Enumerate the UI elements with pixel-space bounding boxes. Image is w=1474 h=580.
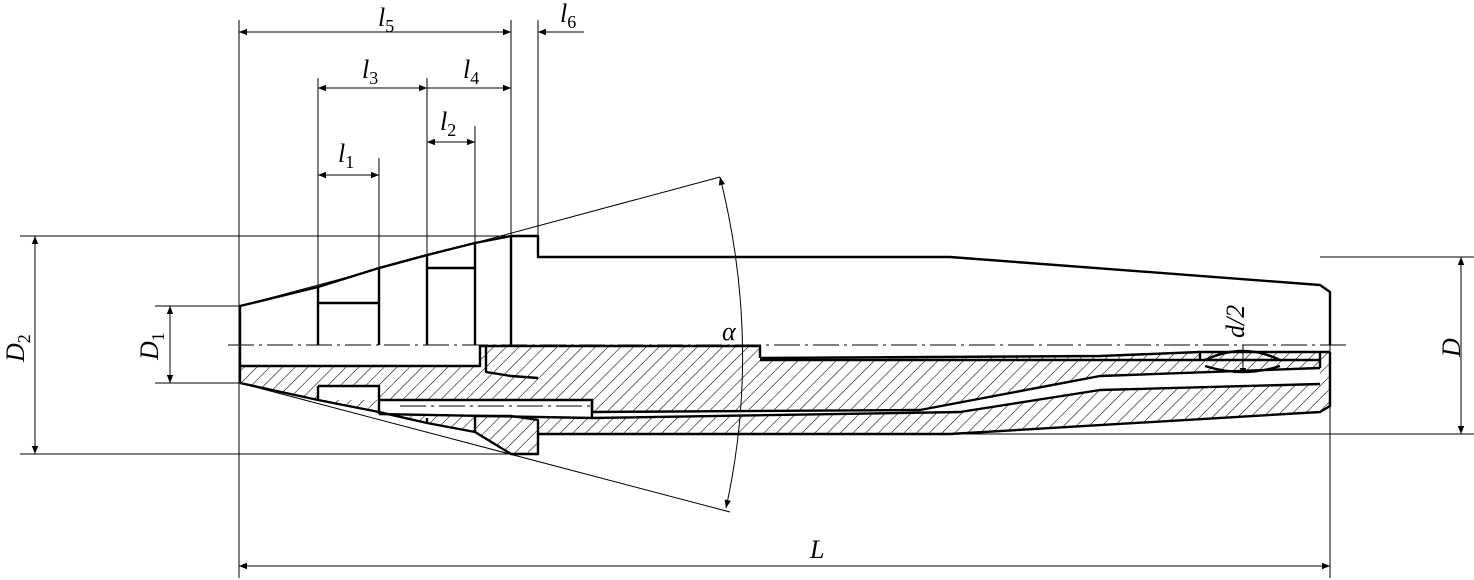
label-l2: l2 [440, 107, 456, 140]
label-l4: l4 [463, 55, 479, 88]
dimension-labels: l5 l6 l3 l4 l2 l1 D2 D1 D d/2 α L [1, 0, 1466, 564]
extension-lines [20, 20, 1474, 578]
label-D1: D1 [135, 332, 168, 361]
label-D2: D2 [1, 334, 34, 363]
section-view [239, 344, 1332, 456]
label-L: L [809, 535, 824, 564]
label-l1: l1 [338, 139, 354, 172]
label-l3: l3 [362, 55, 378, 88]
dimension-lines [31, 28, 1465, 570]
label-l6: l6 [560, 0, 576, 32]
outer-contour [238, 234, 1332, 383]
label-l5: l5 [378, 3, 394, 36]
label-alpha: α [722, 317, 737, 346]
label-d-half: d/2 [1221, 305, 1250, 338]
label-D: D [1437, 338, 1466, 358]
